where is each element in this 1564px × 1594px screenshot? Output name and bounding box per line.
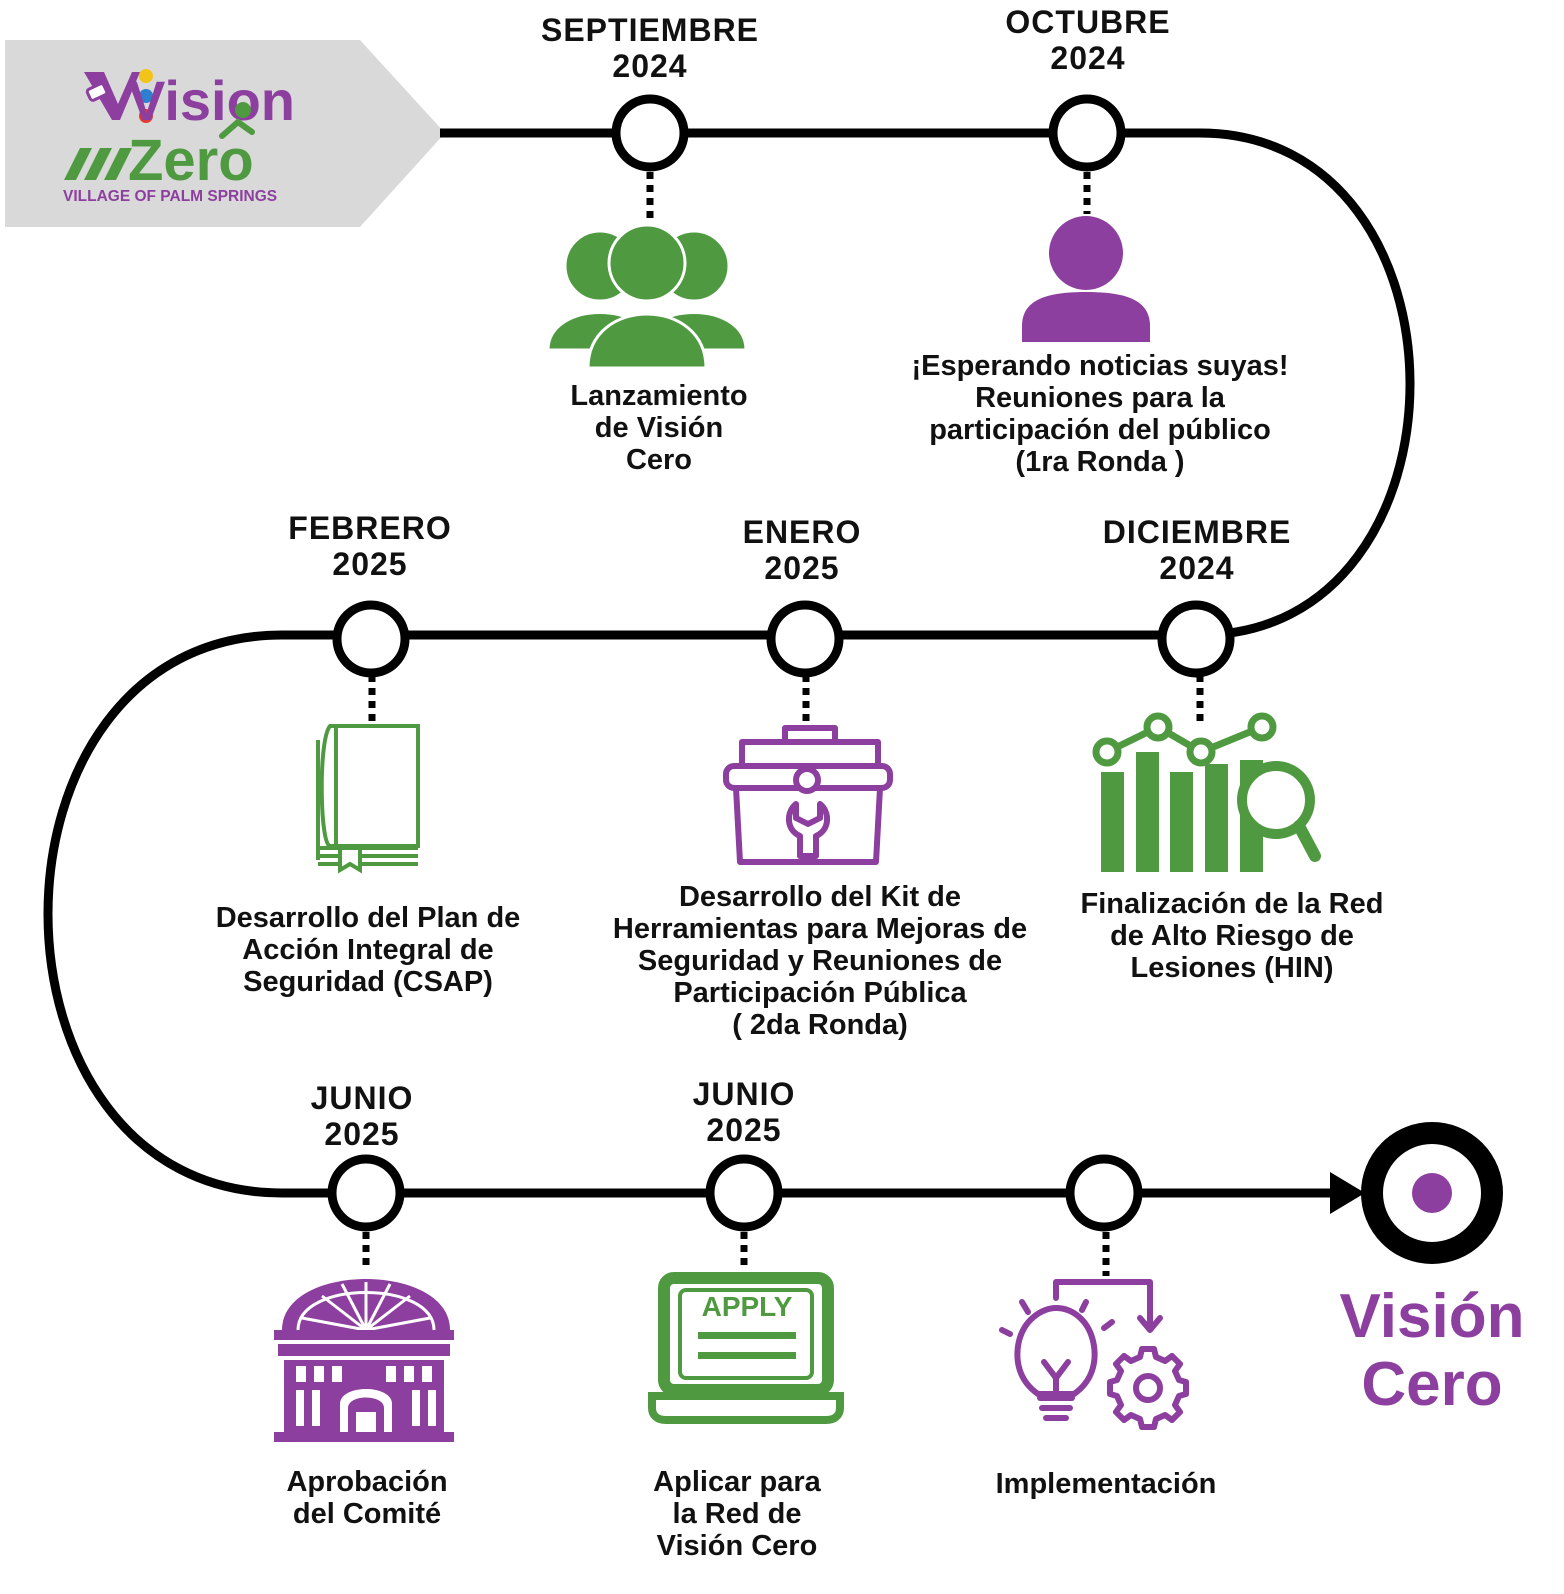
target-icon [1361, 1122, 1503, 1264]
toolbox-icon [723, 725, 893, 865]
milestone-node [611, 94, 689, 172]
dotted-connectors [362, 172, 1204, 1276]
milestone-node [327, 1154, 405, 1232]
logo: Vision Zero VILLAGE OF PALM SPRINGS [63, 69, 295, 205]
timeline-path [43, 128, 1415, 1198]
book-icon [316, 724, 420, 874]
milestone-node [705, 1154, 783, 1232]
person-icon [1022, 216, 1150, 342]
people-group-icon [546, 223, 748, 370]
apply-label: APPLY [702, 1291, 793, 1322]
milestone-date-enero: ENERO 2025 [742, 514, 862, 586]
logo-word-zero: Zero [128, 128, 254, 193]
chart-magnifier-icon [1092, 712, 1321, 872]
milestone-desc-aplicar: Aplicar para la Red de Visión Cero [653, 1466, 821, 1562]
milestone-desc-lanzamiento: Lanzamiento de Visión Cero [570, 380, 748, 476]
milestone-desc-csap: Desarrollo del Plan de Acción Integral d… [215, 902, 521, 998]
milestone-node [766, 600, 844, 678]
milestone-desc-hin: Finalización de la Red de Alto Riesgo de… [1080, 888, 1384, 984]
milestone-date-octubre: OCTUBRE 2024 [1005, 4, 1171, 76]
dot-yellow-icon [139, 69, 153, 83]
logo-word-vision: Vision [128, 69, 295, 132]
milestone-node [1157, 600, 1235, 678]
speed-stripes-icon [64, 148, 132, 180]
government-building-icon [274, 1279, 454, 1442]
milestone-node [1065, 1154, 1143, 1232]
dot-red-icon [139, 109, 153, 123]
seatbelt-icon [84, 72, 140, 120]
apply-laptop-icon: APPLY [648, 1272, 844, 1424]
milestone-node [332, 600, 410, 678]
milestone-desc-implementacion: Implementación [995, 1468, 1217, 1500]
milestone-desc-kit: Desarrollo del Kit de Herramientas para … [612, 881, 1028, 1041]
dot-blue-icon [139, 89, 153, 103]
cyclist-icon [219, 102, 255, 139]
milestone-node [1048, 94, 1126, 172]
milestone-date-febrero: FEBRERO 2025 [288, 510, 452, 582]
milestone-date-junio-2: JUNIO 2025 [692, 1076, 796, 1148]
milestone-desc-reuniones-1: ¡Esperando noticias suyas! Reuniones par… [911, 350, 1289, 478]
end-title: Visión Cero [1339, 1282, 1525, 1419]
milestone-date-diciembre: DICIEMBRE 2024 [1102, 514, 1292, 586]
lightbulb-gear-icon [999, 1279, 1189, 1430]
arrowhead-icon [1330, 1172, 1365, 1214]
milestone-date-septiembre: SEPTIEMBRE 2024 [540, 12, 760, 84]
milestone-date-junio-1: JUNIO 2025 [310, 1080, 414, 1152]
logo-subtitle: VILLAGE OF PALM SPRINGS [63, 188, 277, 205]
milestone-desc-aprobacion: Aprobación del Comité [286, 1466, 448, 1530]
